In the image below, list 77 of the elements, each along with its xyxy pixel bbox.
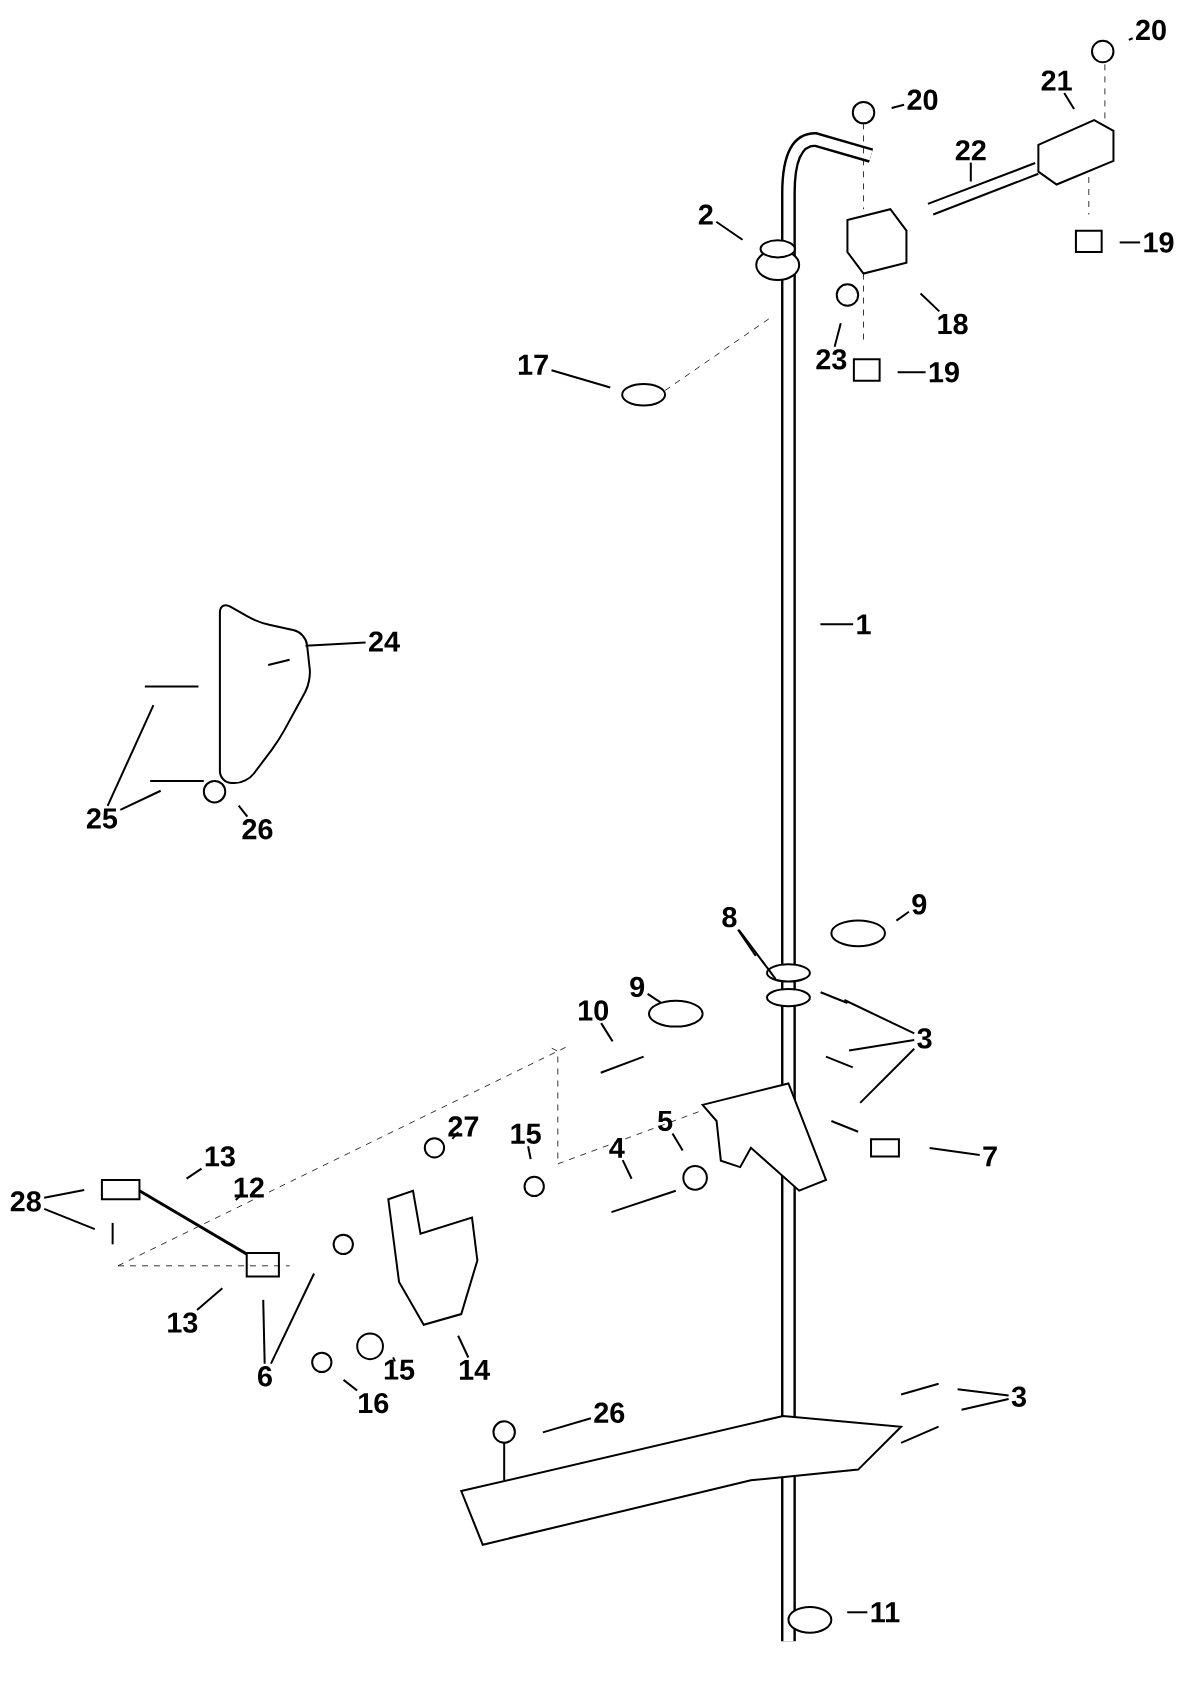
callout-number: 20: [1135, 19, 1166, 41]
leader-line: [846, 1611, 869, 1614]
leader-line: [833, 322, 842, 348]
callout-number: 10: [578, 1000, 608, 1021]
callout-number: 14: [459, 1359, 490, 1380]
callout-number: 6: [257, 1366, 272, 1387]
callout-number: 16: [358, 1392, 389, 1414]
callout-number: 8: [722, 907, 737, 928]
callout-number: 27: [448, 1116, 478, 1137]
callout-number: 7: [983, 1146, 997, 1167]
leader-line: [457, 1334, 470, 1359]
callout-number: 28: [10, 1191, 41, 1212]
leader-line: [890, 103, 905, 109]
callout-number: 19: [929, 362, 959, 383]
callout-number: 15: [384, 1359, 415, 1380]
callout-number: 11: [871, 1602, 900, 1623]
leader-line: [671, 1132, 684, 1152]
callout-number: 18: [938, 313, 968, 335]
callout-number: 23: [816, 349, 847, 370]
callout-number: 13: [205, 1146, 235, 1167]
leader-line: [1127, 37, 1134, 41]
leader-line: [119, 789, 162, 811]
callout-number: 3: [1011, 1386, 1026, 1407]
callout-number: 1: [857, 614, 871, 635]
callout-number: 9: [912, 894, 927, 915]
leader-line: [195, 1287, 224, 1312]
leader-line: [304, 641, 367, 647]
leader-line: [550, 369, 612, 389]
leader-line: [1118, 241, 1141, 244]
leader-line: [847, 1039, 916, 1052]
leader-line: [859, 1047, 916, 1104]
callout-number: 21: [1041, 70, 1072, 91]
callout-number: 12: [234, 1177, 264, 1198]
callout-number: 15: [511, 1123, 541, 1144]
callout-number: 9: [630, 976, 644, 998]
leader-line: [43, 1188, 86, 1199]
leader-line: [342, 1378, 358, 1392]
leader-line: [843, 999, 916, 1035]
leader-line: [715, 220, 744, 241]
leader-line: [928, 1147, 981, 1156]
leader-line: [391, 1356, 396, 1363]
callout-number: 25: [86, 808, 117, 829]
leader-line: [737, 928, 777, 980]
leader-line: [960, 1398, 1010, 1411]
callout-number: 19: [1144, 232, 1174, 253]
leader-line: [234, 1194, 242, 1201]
callout-number: 26: [594, 1402, 625, 1423]
leader-line: [1063, 91, 1075, 111]
callout-number: 13: [168, 1312, 198, 1333]
leader-line: [646, 992, 662, 1004]
leader-line: [956, 1388, 1010, 1397]
leader-line: [599, 1022, 614, 1043]
callout-number: 26: [242, 819, 273, 840]
leader-line: [106, 704, 155, 807]
callout-number: 20: [907, 89, 938, 110]
leader-line: [262, 1298, 266, 1365]
leader-line: [269, 1272, 315, 1365]
leader-line: [819, 623, 854, 626]
leader-line: [43, 1207, 96, 1231]
callout-number: 17: [518, 354, 548, 375]
leader-line: [969, 161, 972, 183]
leader-line: [736, 928, 757, 957]
leader-line: [541, 1417, 592, 1434]
callout-number: 24: [368, 631, 400, 652]
callout-number: 4: [609, 1137, 625, 1158]
callout-number: 2: [698, 204, 713, 225]
callout-number: 3: [917, 1028, 932, 1049]
leader-line: [621, 1159, 633, 1180]
leader-line: [919, 292, 941, 313]
leader-line: [237, 804, 249, 818]
callout-number: 5: [657, 1110, 673, 1132]
leader-line: [896, 371, 927, 374]
callout-number: 22: [955, 140, 986, 161]
leader-line: [185, 1167, 203, 1180]
leader-line: [526, 1145, 532, 1161]
leader-line: [451, 1131, 460, 1140]
leader-line: [895, 910, 910, 922]
